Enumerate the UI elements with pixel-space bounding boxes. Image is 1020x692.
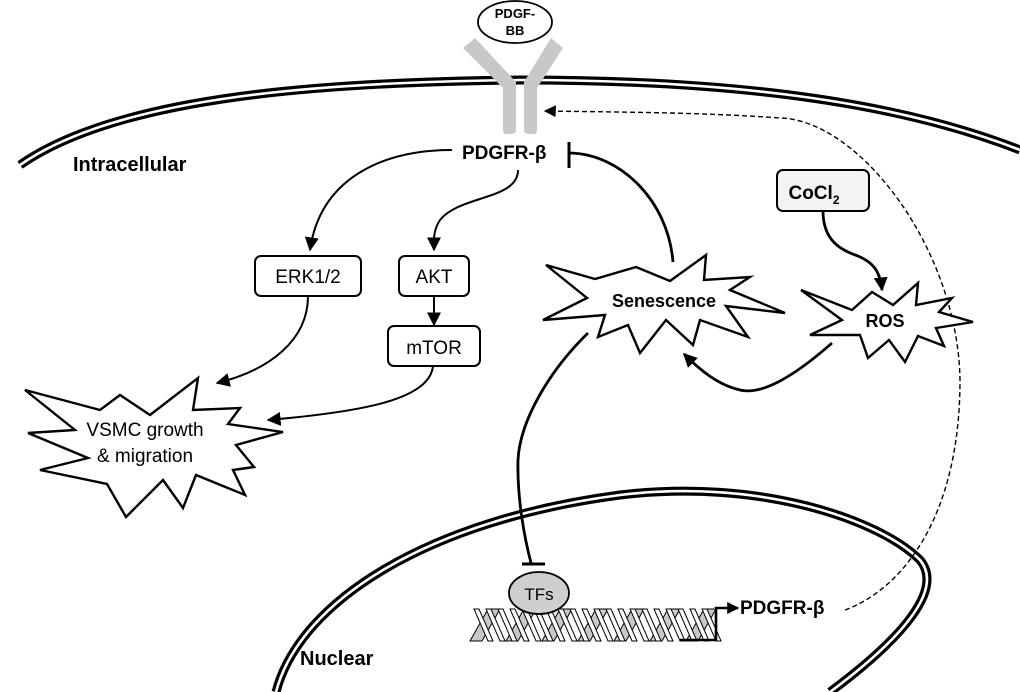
dna-front-strand (581, 608, 602, 642)
svg-text:ERK1/2: ERK1/2 (275, 267, 340, 288)
svg-text:AKT: AKT (416, 267, 453, 288)
dna-front-strand (653, 608, 674, 642)
transcription-factors-node: TFs (508, 571, 570, 615)
senescence-node: Senescence (542, 252, 786, 356)
translocation-dashed-arrow (543, 105, 961, 611)
svg-text:Senescence: Senescence (612, 291, 716, 311)
senescence-inhibits-pdgfr-edge (569, 151, 675, 263)
dna-front-strand (569, 608, 590, 642)
dna-helix-icon (469, 608, 722, 642)
pdgfr-to-erk-edge (304, 149, 453, 252)
pdgfr-to-akt-edge (426, 169, 519, 252)
dna-front-strand (641, 608, 662, 642)
ros-to-senescence-edge (683, 341, 833, 393)
svg-text:BB: BB (506, 23, 525, 38)
pdgfr-receptor-icon (463, 38, 563, 134)
cocl2-node: CoCl2 (776, 169, 870, 212)
transcription-start-arrow (680, 602, 740, 642)
intracellular-label: Intracellular (73, 154, 187, 176)
nuclear-label: Nuclear (300, 648, 374, 670)
svg-text:TFs: TFs (524, 585, 553, 604)
pdgf-bb-ligand: PDGF- BB (477, 0, 553, 44)
svg-text:mTOR: mTOR (406, 338, 462, 359)
vsmc-growth-migration-node: VSMC growth & migration (24, 375, 284, 519)
svg-text:PDGF-: PDGF- (495, 6, 535, 21)
nuclear-membrane (271, 486, 932, 692)
dna-front-strand (473, 608, 494, 642)
pdgfr-beta-gene-label: PDGFR-β (740, 598, 824, 619)
svg-text:CoCl2: CoCl2 (788, 183, 839, 207)
mtor-node: mTOR (387, 325, 481, 367)
mtor-to-vsmc-edge (266, 365, 434, 426)
dna-front-strand (485, 608, 506, 642)
dna-front-strand (605, 608, 626, 642)
senescence-inhibits-tfs-edge (516, 331, 589, 564)
cocl2-to-ros-edge (821, 210, 888, 292)
dna-front-strand (497, 608, 518, 642)
svg-text:ROS: ROS (865, 311, 904, 331)
dna-front-strand (509, 608, 530, 642)
cell-membrane (17, 75, 1020, 169)
svg-text:& migration: & migration (97, 446, 193, 467)
svg-text:VSMC growth: VSMC growth (86, 420, 203, 441)
pdgfr-beta-label: PDGFR-β (462, 143, 546, 164)
ros-node: ROS (800, 280, 974, 365)
dna-front-strand (557, 608, 578, 642)
erk-node: ERK1/2 (254, 255, 362, 297)
erk-to-vsmc-edge (215, 295, 309, 387)
dna-front-strand (629, 608, 650, 642)
dna-front-strand (617, 608, 638, 642)
akt-node: AKT (398, 255, 470, 297)
dna-front-strand (593, 608, 614, 642)
